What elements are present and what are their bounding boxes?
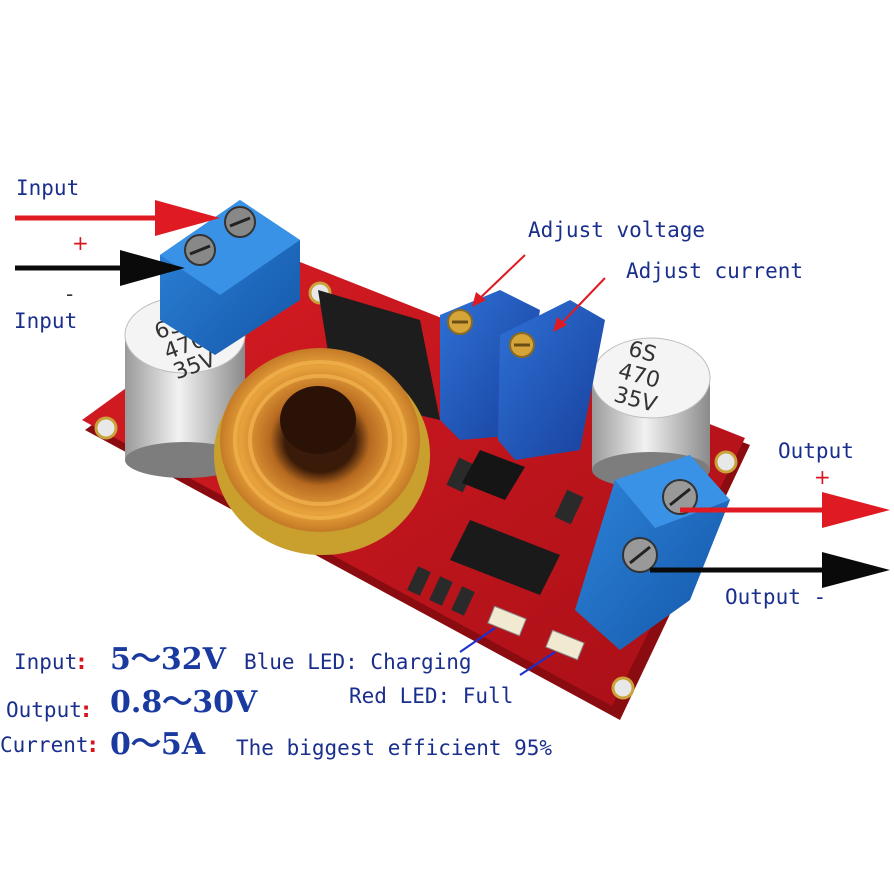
current-potentiometer	[498, 300, 605, 460]
adjust-voltage-pointer	[472, 254, 526, 307]
output-positive-label: Output	[778, 439, 854, 463]
input-positive-label: Input	[16, 176, 80, 200]
spec-input-value: 5～32V	[110, 642, 226, 677]
spec-current-label: Current:	[0, 733, 97, 757]
output-positive-arrow	[680, 492, 890, 528]
output-negative-arrow	[650, 552, 890, 588]
red-led-label: Red LED: Full	[349, 684, 514, 708]
red-led-pointer	[519, 651, 556, 676]
input-terminal-block	[160, 200, 300, 355]
input-minus-sign: -	[66, 282, 74, 306]
output-plus-sign: +	[814, 465, 831, 489]
spec-output-label: Output:	[6, 698, 91, 722]
input-plus-sign: +	[72, 231, 89, 255]
input-negative-arrow	[15, 250, 185, 286]
spec-current-value: 0～5A	[110, 727, 206, 762]
input-negative-label: Input	[14, 309, 78, 333]
efficiency-note: The biggest efficient 95%	[236, 736, 553, 760]
toroid-inductor	[214, 348, 430, 555]
input-positive-arrow	[15, 200, 220, 236]
output-negative-label: Output -	[725, 585, 827, 609]
adjust-current-label: Adjust current	[626, 259, 804, 283]
adjust-current-pointer	[553, 277, 606, 332]
adjust-voltage-label: Adjust voltage	[528, 218, 706, 242]
spec-input-label: Input:	[14, 650, 86, 674]
blue-led-pointer	[459, 627, 496, 653]
blue-led-label: Blue LED: Charging	[244, 650, 472, 674]
spec-output-value: 0.8～30V	[110, 685, 258, 720]
